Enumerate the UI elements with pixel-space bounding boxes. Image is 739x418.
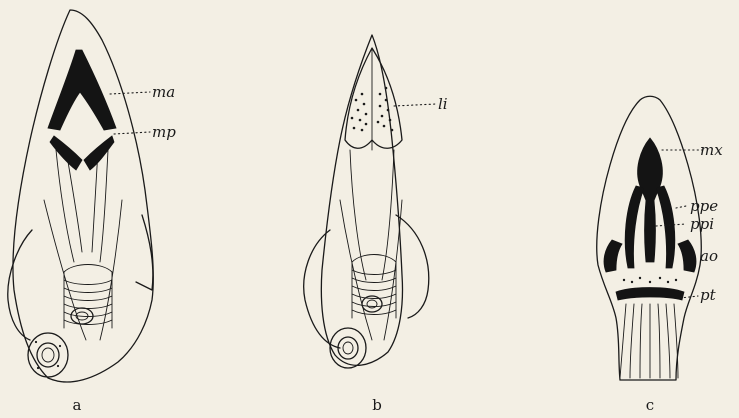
mx-structure <box>638 138 663 210</box>
figure-b-right-lobe <box>396 215 429 318</box>
figure-b: li b <box>304 35 448 414</box>
figure-a: ma mp a <box>8 10 176 414</box>
figure-c: mx ppe ppi ao pt c <box>597 96 723 414</box>
label-ppi: ppi <box>690 215 714 233</box>
caption-b: b <box>372 396 382 414</box>
mp-structure <box>50 136 114 170</box>
basal-ring-a <box>28 333 68 377</box>
li-structure <box>345 48 402 148</box>
caption-a: a <box>73 396 82 414</box>
caption-c: c <box>646 396 654 414</box>
label-ppe: ppe <box>690 197 718 215</box>
label-ao: ao <box>700 247 718 265</box>
label-li: li <box>438 95 448 113</box>
label-pt: pt <box>700 286 717 304</box>
pt-stipple <box>623 277 677 283</box>
pt-structure <box>616 288 684 301</box>
label-ma: ma <box>152 83 175 101</box>
ppi-structure <box>645 200 656 262</box>
label-mx: mx <box>700 141 723 159</box>
fibrous-base <box>620 304 678 378</box>
ma-structure <box>48 50 116 130</box>
label-mp: mp <box>152 123 176 141</box>
figure-a-right-lobe <box>136 215 153 290</box>
basal-ring-b <box>330 328 366 368</box>
figure-a-left-lobe <box>8 230 32 340</box>
